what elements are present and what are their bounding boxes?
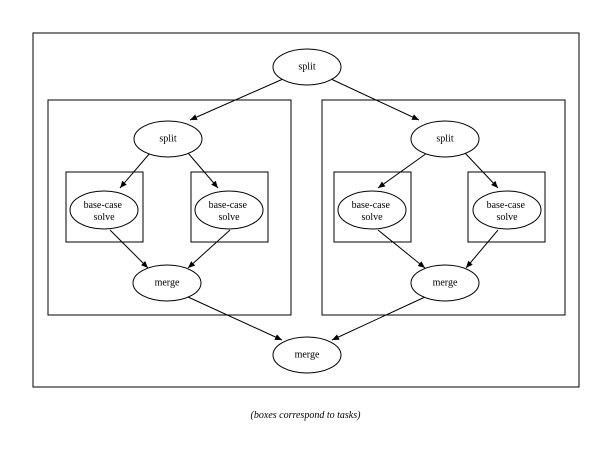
- right-base-case-node-b: [472, 190, 542, 230]
- right-base-task-box-b: [467, 171, 546, 243]
- left-split-label: split: [159, 134, 176, 145]
- left-base-case-node-a: [69, 190, 139, 230]
- edge-left-split-to-base-a: [119, 152, 151, 189]
- right-base-case-line1-b: base-case: [487, 200, 526, 211]
- left-merge-node: [132, 264, 202, 302]
- diagram-caption: (boxes correspond to tasks): [250, 410, 361, 421]
- edge-right-base-b-to-merge: [465, 229, 499, 269]
- right-base-case-line2-b: solve: [496, 212, 518, 223]
- left-task-box: [47, 99, 292, 316]
- left-base-case-node-b: [194, 190, 264, 230]
- edge-right-base-a-to-merge: [377, 229, 426, 269]
- left-base-case-line1-a: base-case: [84, 200, 123, 211]
- left-base-case-line2-b: solve: [218, 212, 240, 223]
- left-merge-label: merge: [155, 278, 180, 289]
- right-base-case-line1-a: base-case: [352, 200, 391, 211]
- edge-right-split-to-base-a: [377, 152, 428, 189]
- root-split-label: split: [298, 62, 315, 73]
- right-base-case-label-b: base-case solve: [487, 200, 528, 223]
- edge-right-split-to-base-b: [464, 152, 499, 189]
- edge-left-base-b-to-merge: [187, 229, 231, 269]
- edge-right-merge-to-root-merge: [331, 296, 426, 341]
- right-merge-node: [410, 264, 480, 302]
- left-base-case-label-a: base-case solve: [84, 200, 125, 223]
- right-base-case-label-a: base-case solve: [352, 200, 393, 223]
- right-base-task-box-a: [333, 171, 412, 243]
- right-split-node: [410, 120, 480, 158]
- left-base-case-line1-b: base-case: [209, 200, 248, 211]
- edge-root-split-to-left-split: [189, 78, 284, 121]
- root-split-node: [272, 48, 342, 86]
- edge-left-split-to-base-b: [187, 152, 219, 189]
- right-merge-label: merge: [433, 278, 458, 289]
- left-base-case-label-b: base-case solve: [209, 200, 250, 223]
- root-merge-label: merge: [295, 350, 320, 361]
- left-split-node: [133, 120, 203, 158]
- left-base-task-box-a: [65, 171, 144, 243]
- right-base-case-node-a: [337, 190, 407, 230]
- right-task-box: [321, 99, 566, 316]
- right-split-label: split: [436, 134, 453, 145]
- edge-root-split-to-right-split: [330, 78, 420, 121]
- left-base-case-line2-a: solve: [93, 212, 115, 223]
- right-base-case-line2-a: solve: [361, 212, 383, 223]
- outer-task-box: [32, 32, 580, 388]
- edge-left-merge-to-root-merge: [187, 296, 283, 341]
- left-base-task-box-b: [190, 171, 269, 243]
- root-merge-node: [272, 336, 342, 374]
- edge-left-base-a-to-merge: [109, 229, 149, 269]
